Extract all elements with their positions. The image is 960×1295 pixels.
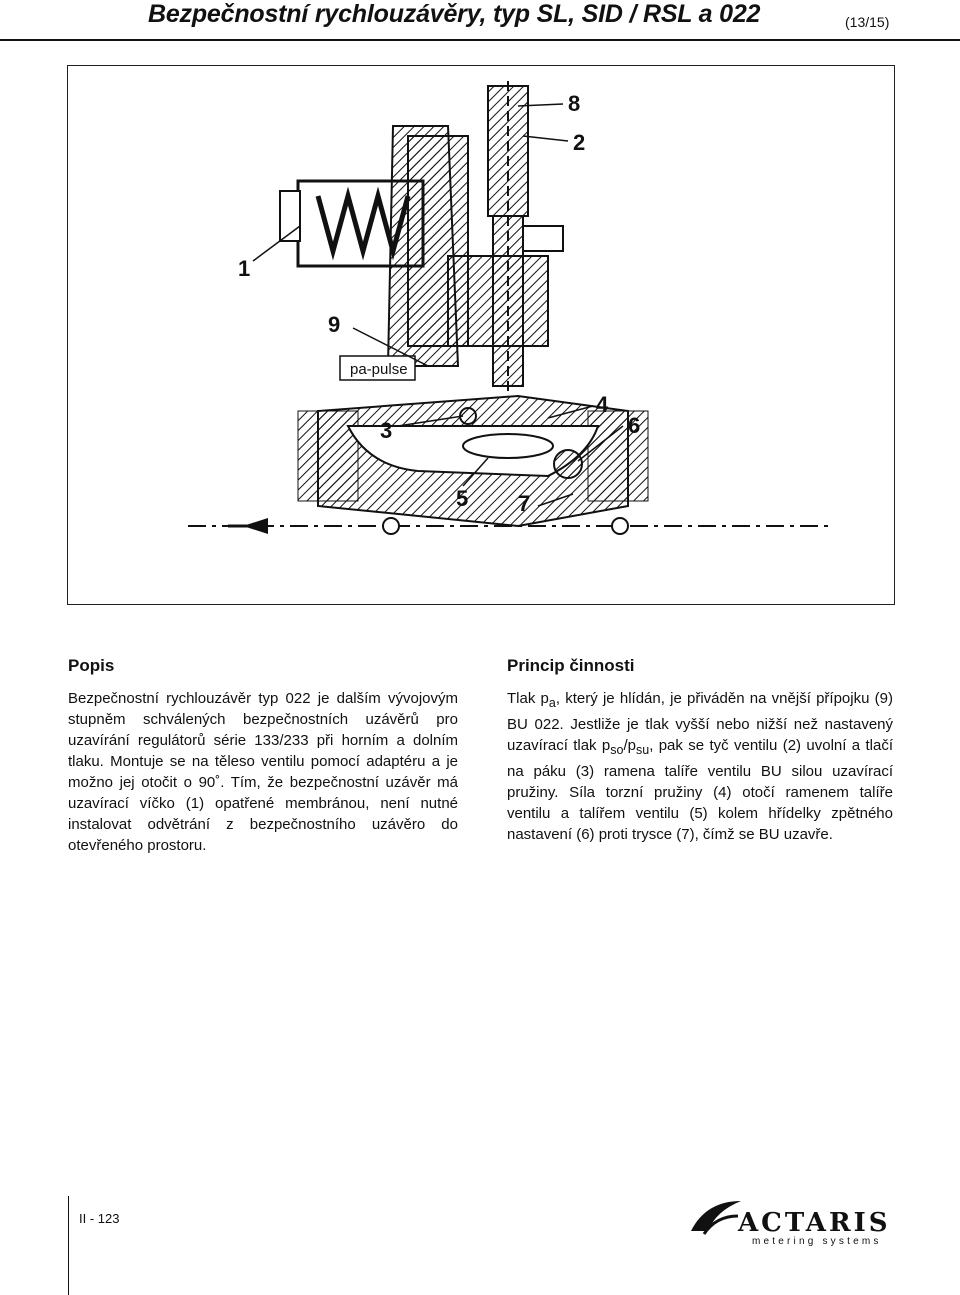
subscript-so: so [610, 743, 624, 757]
princip-text-b: , který je hlídán, je přiváděn na vnější… [507, 690, 893, 754]
page-number: II - 123 [79, 1211, 120, 1226]
leader-1 [252, 225, 301, 262]
page-reference: (13/15) [845, 14, 890, 30]
flange-bolt-right [611, 517, 629, 535]
leader-5 [462, 457, 489, 487]
leader-2 [522, 135, 569, 142]
pulse-label-box [339, 355, 416, 381]
princip-paragraph: Tlak pa, který je hlídán, je přiváděn na… [507, 688, 893, 845]
cap-end [279, 190, 301, 242]
valve-drawing: pa-pulse 8 2 1 9 3 4 6 5 7 [188, 81, 828, 535]
logo-swoosh-icon [691, 1201, 741, 1235]
valve-disc [462, 433, 554, 459]
callout-2: 2 [573, 130, 585, 155]
left-flange [297, 410, 359, 502]
section-heading-princip: Princip činnosti [507, 656, 635, 675]
leader-7 [537, 493, 574, 507]
leader-6 [577, 425, 624, 462]
leader-4 [547, 405, 594, 419]
right-fitting [522, 225, 564, 252]
callout-8: 8 [568, 91, 580, 116]
callout-5: 5 [456, 486, 468, 511]
header-divider [0, 39, 960, 41]
leader-3 [397, 415, 464, 427]
page-title: Bezpečnostní rychlouzávěry, typ SL, SID … [148, 0, 761, 28]
valve-cross-section-figure: pa-pulse 8 2 1 9 3 4 6 5 7 [67, 65, 895, 605]
logo-tagline: metering systems [752, 1236, 882, 1247]
princip-text-c: , pak se tyč ventilu (2) uvolní a tlačí … [507, 737, 893, 843]
subscript-a: a [548, 696, 556, 710]
callout-6: 6 [628, 413, 640, 438]
footer-divider [68, 1196, 69, 1295]
torsion-spring [553, 449, 583, 479]
logo-wordmark: ACTARIS [738, 1208, 891, 1238]
section-heading-popis: Popis [68, 656, 115, 675]
flange-bolt-left [382, 517, 400, 535]
subscript-su: su [635, 743, 650, 757]
popis-paragraph: Bezpečnostní rychlouzávěr typ 022 je dal… [68, 690, 458, 854]
leader-8 [517, 103, 564, 107]
callout-4: 4 [596, 392, 609, 417]
princip-text-a: Tlak p [507, 690, 549, 707]
princip-slash: /p [623, 737, 636, 754]
callout-7: 7 [518, 491, 530, 516]
connection-block [447, 255, 549, 347]
callout-3: 3 [380, 418, 392, 443]
leader-9 [352, 327, 429, 367]
callout-9: 9 [328, 312, 340, 337]
pulse-label: pa-pulse [350, 361, 408, 378]
actaris-logo: ACTARIS metering systems [680, 1190, 900, 1250]
callout-1: 1 [238, 256, 250, 281]
